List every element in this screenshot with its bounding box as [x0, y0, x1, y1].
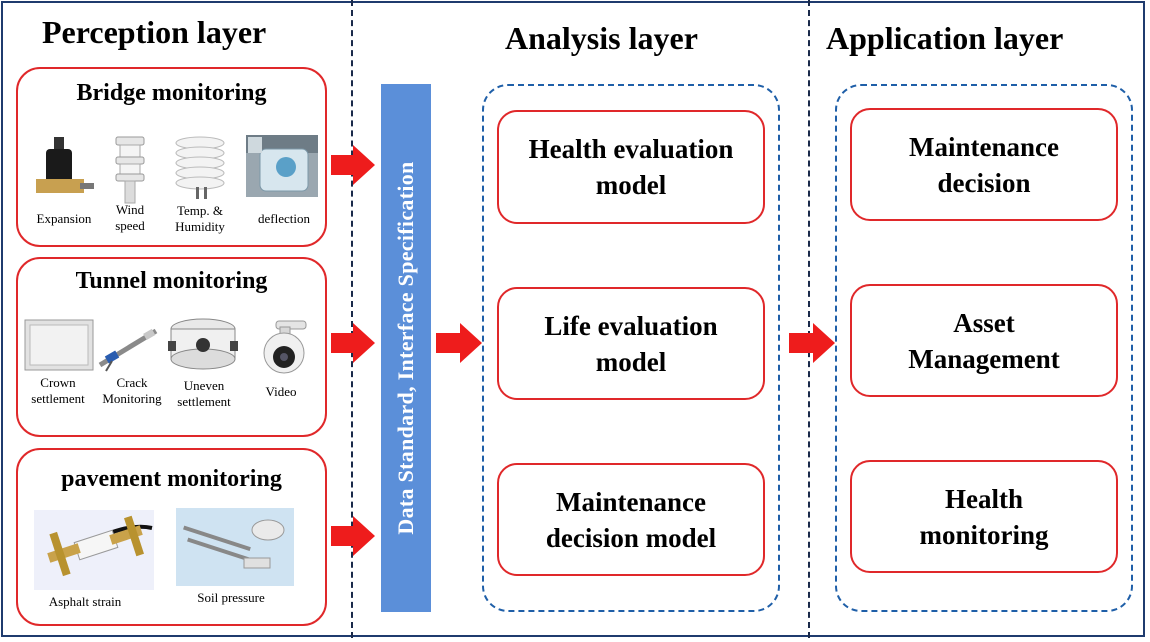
application-items-group: [835, 84, 1133, 612]
expansion-sensor-icon: [36, 137, 94, 193]
arrow-pavement-to-spec: [331, 516, 375, 556]
maintenance-decision-model-box: Maintenance decision model: [497, 463, 765, 576]
data-standard-bar: Data Standard, Interface Specification: [381, 84, 431, 612]
deflection-sensor-icon: [246, 135, 318, 197]
bridge-monitoring-box: Bridge monitoring Expansion Wind speed T…: [16, 67, 327, 247]
arrow-bridge-to-spec: [331, 145, 375, 185]
video-camera-icon: [263, 320, 307, 374]
perception-layer-title: Perception layer: [42, 14, 267, 50]
analysis-layer-title: Analysis layer: [505, 20, 698, 56]
bridge-sensor-label-deflection: deflection: [258, 211, 310, 226]
maintenance-decision-label: Maintenance decision: [909, 131, 1059, 198]
data-standard-label: Data Standard, Interface Specification: [393, 161, 418, 535]
pavement-sensor-label-soil-pressure: Soil pressure: [197, 590, 265, 605]
life-evaluation-model-box: Life evaluation model: [497, 287, 765, 400]
bridge-sensor-label-temp-humidity: Temp. & Humidity: [175, 203, 225, 234]
asset-management-label: Asset Management: [908, 307, 1060, 374]
arrow-tunnel-to-spec: [331, 323, 375, 363]
bridge-sensor-label-expansion: Expansion: [36, 211, 92, 226]
arrow-analysis-to-application: [789, 323, 835, 363]
tunnel-sensor-label-uneven-settlement: Uneven settlement: [177, 378, 231, 409]
soil-pressure-sensor-icon: [176, 508, 294, 586]
divider-left: [351, 0, 353, 638]
crown-settlement-sensor-icon: [24, 319, 94, 371]
health-monitoring-label: Health monitoring: [919, 483, 1049, 550]
tunnel-monitoring-title: Tunnel monitoring: [75, 268, 268, 294]
maintenance-decision-model-label: Maintenance decision model: [545, 486, 717, 553]
uneven-settlement-sensor-icon: [168, 318, 238, 370]
wind-speed-sensor-icon: [115, 136, 145, 204]
health-evaluation-model-box: Health evaluation model: [497, 110, 765, 224]
crack-monitoring-sensor-icon: [98, 328, 158, 372]
analysis-models-group: [482, 84, 780, 612]
tunnel-sensor-label-crack-monitoring: Crack Monitoring: [102, 375, 162, 406]
maintenance-decision-box: Maintenance decision: [850, 108, 1118, 221]
tunnel-sensor-label-crown-settlement: Crown settlement: [31, 375, 85, 406]
life-evaluation-model-label: Life evaluation model: [544, 310, 718, 377]
health-monitoring-box: Health monitoring: [850, 460, 1118, 573]
pavement-monitoring-title: pavement monitoring: [61, 466, 282, 492]
temperature-humidity-sensor-icon: [175, 136, 225, 199]
bridge-sensor-label-wind-speed: Wind speed: [115, 202, 145, 233]
bridge-monitoring-title: Bridge monitoring: [76, 80, 267, 106]
asset-management-box: Asset Management: [850, 284, 1118, 397]
health-evaluation-model-label: Health evaluation model: [528, 134, 734, 200]
tunnel-monitoring-box: Tunnel monitoring Crown settlement Crack…: [16, 257, 327, 437]
asphalt-strain-sensor-icon: [34, 510, 154, 590]
arrow-spec-to-analysis: [436, 323, 482, 363]
pavement-sensor-label-asphalt-strain: Asphalt strain: [48, 594, 122, 609]
divider-right: [808, 0, 810, 638]
pavement-monitoring-box: pavement monitoring Asphalt strain Soil …: [16, 448, 327, 626]
application-layer-title: Application layer: [826, 20, 1064, 56]
tunnel-sensor-label-video: Video: [265, 384, 297, 399]
